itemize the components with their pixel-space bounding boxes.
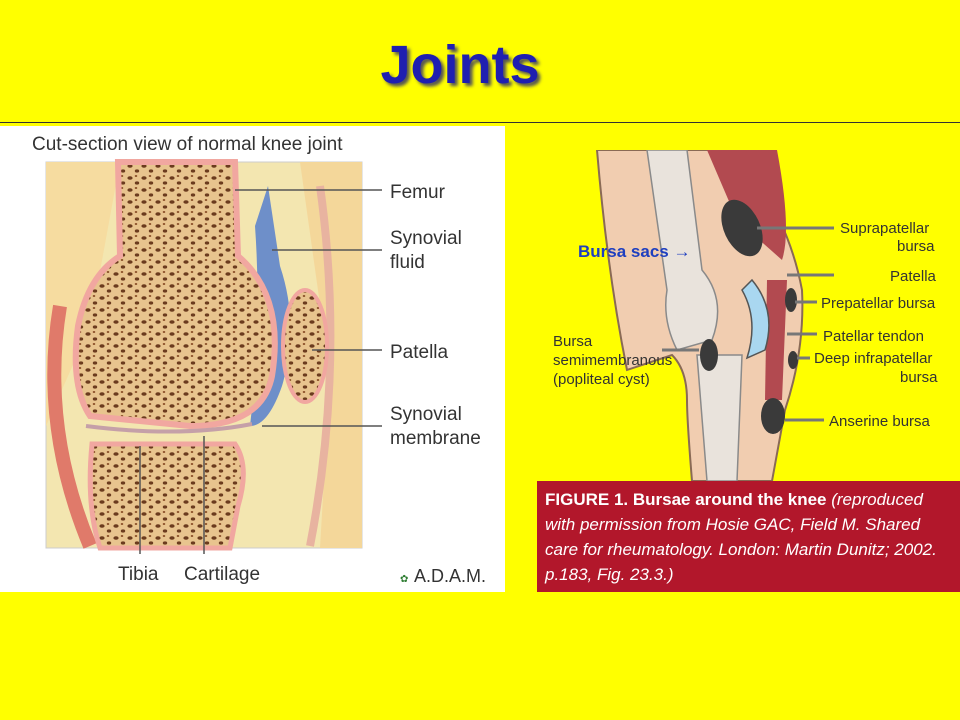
adam-logo: A.D.A.M. [414, 566, 486, 586]
label-deep-infrapatellar-line2: bursa [900, 369, 938, 386]
label-semimembranous-line2: semimembranous [553, 352, 672, 369]
bursa-sacs-pointer: Bursa sacs → [578, 242, 690, 262]
caption-bold: FIGURE 1. Bursae around the knee [545, 490, 827, 509]
label-patella: Patella [390, 342, 449, 363]
label-suprapatellar-line1: Suprapatellar [840, 220, 929, 237]
arrow-right-icon: → [673, 242, 691, 261]
label-anserine-bursa: Anserine bursa [829, 413, 931, 430]
label-semimembranous-line3: (popliteal cyst) [553, 371, 650, 388]
label-deep-infrapatellar-line1: Deep infrapatellar [814, 350, 932, 367]
label-femur: Femur [390, 182, 446, 203]
caption-text: FIGURE 1. Bursae around the knee (reprod… [545, 487, 953, 587]
label-cartilage: Cartilage [184, 564, 260, 585]
title-divider [0, 122, 960, 123]
slide-title: Joints [380, 35, 540, 95]
label-synovial-membrane-line1: Synovial [390, 404, 462, 425]
bursae-illustration: Suprapatellar bursa Patella Prepatellar … [553, 149, 938, 482]
bursa-sacs-label: Bursa sacs [578, 242, 669, 261]
bursae-figure: Suprapatellar bursa Patella Prepatellar … [537, 149, 960, 592]
label-semimembranous-line1: Bursa [553, 333, 593, 350]
caption-citation: (reproduced with permission from Hosie G… [545, 490, 937, 584]
figure-heading: Cut-section view of normal knee joint [32, 134, 343, 155]
label-synovial-fluid-line1: Synovial [390, 228, 462, 249]
suprapatellar-bursa-shape [721, 199, 763, 257]
label-suprapatellar-line2: bursa [897, 238, 935, 255]
label-prepatellar-bursa: Prepatellar bursa [821, 295, 936, 312]
adam-logo-icon: ✿ [400, 574, 408, 585]
label-synovial-membrane-line2: membrane [390, 428, 481, 449]
label-patellar-tendon: Patellar tendon [823, 328, 924, 345]
label-tibia: Tibia [118, 564, 159, 585]
figure-caption: FIGURE 1. Bursae around the knee (reprod… [537, 481, 960, 592]
knee-cross-section-illustration: Cut-section view of normal knee joint Fe… [32, 134, 486, 586]
label-synovial-fluid-line2: fluid [390, 252, 425, 273]
label-patella-right: Patella [890, 268, 937, 285]
knee-cross-section-figure: Cut-section view of normal knee joint Fe… [0, 126, 505, 592]
